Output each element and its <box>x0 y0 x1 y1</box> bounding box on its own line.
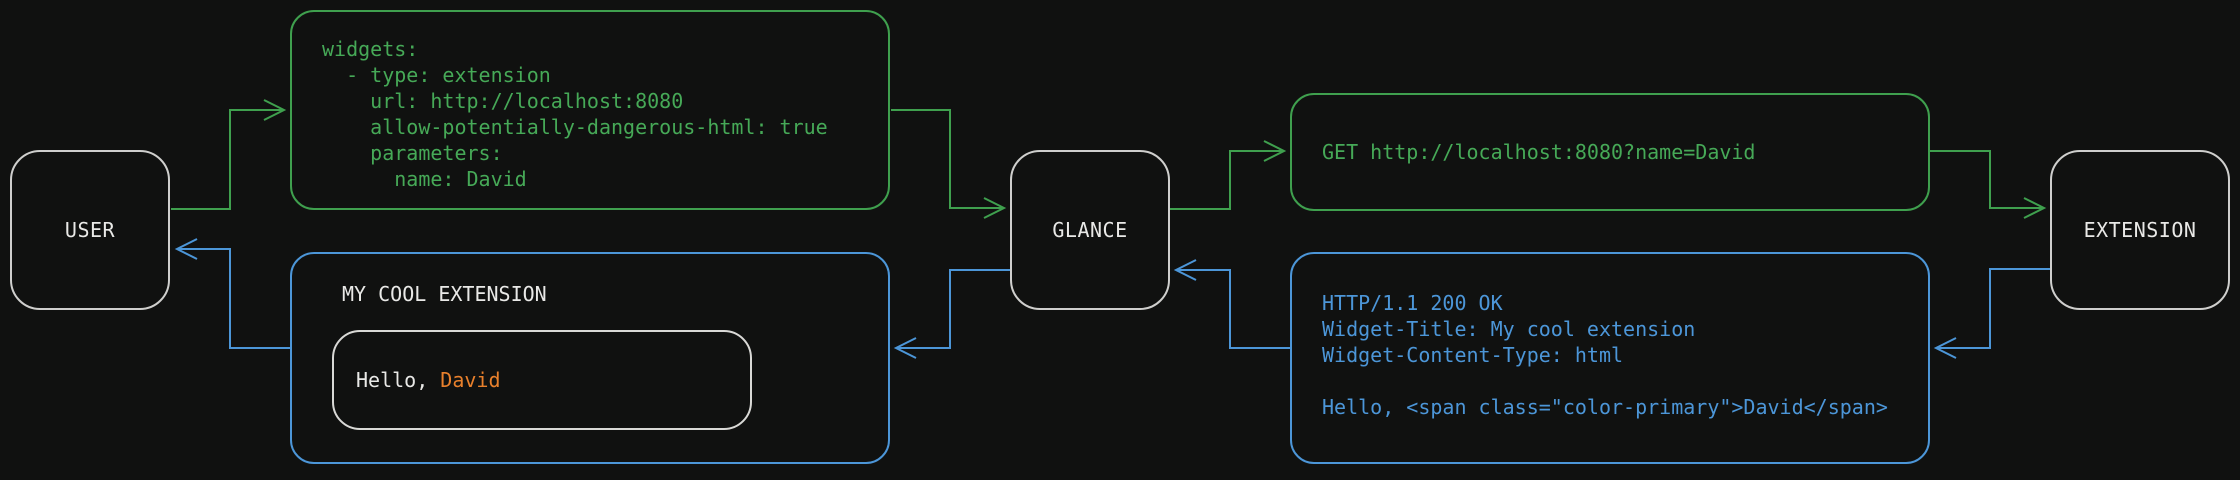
rendered-widget-box: MY COOL EXTENSION Hello, David <box>290 252 890 464</box>
http-request-code: GET http://localhost:8080?name=David <box>1322 140 1756 164</box>
greeting-prefix: Hello, <box>356 368 441 392</box>
arrow-user-to-config <box>171 99 287 210</box>
arrow-glance-to-widget <box>893 269 1010 359</box>
widget-greeting-box: Hello, David <box>332 330 752 430</box>
arrow-extension-to-response <box>1933 268 2050 359</box>
arrow-widget-to-user <box>174 238 290 349</box>
arrow-response-to-glance <box>1173 259 1290 349</box>
node-glance-label: GLANCE <box>1052 218 1128 242</box>
node-extension-label: EXTENSION <box>2083 218 2197 242</box>
config-yaml-box: widgets: - type: extension url: http://l… <box>290 10 890 210</box>
greeting-text: Hello, David <box>356 368 501 392</box>
arrow-config-to-glance <box>891 109 1007 219</box>
http-response-code: HTTP/1.1 200 OK Widget-Title: My cool ex… <box>1322 291 1888 419</box>
node-glance: GLANCE <box>1010 150 1170 310</box>
node-extension: EXTENSION <box>2050 150 2230 310</box>
arrow-glance-to-request <box>1170 140 1287 210</box>
http-request-box: GET http://localhost:8080?name=David <box>1290 93 1930 211</box>
config-yaml-code: widgets: - type: extension url: http://l… <box>322 37 828 191</box>
widget-title: MY COOL EXTENSION <box>342 282 547 306</box>
node-user-label: USER <box>64 218 116 242</box>
arrow-request-to-extension <box>1930 150 2047 219</box>
http-response-box: HTTP/1.1 200 OK Widget-Title: My cool ex… <box>1290 252 1930 464</box>
node-user: USER <box>10 150 170 310</box>
greeting-name: David <box>440 368 501 392</box>
